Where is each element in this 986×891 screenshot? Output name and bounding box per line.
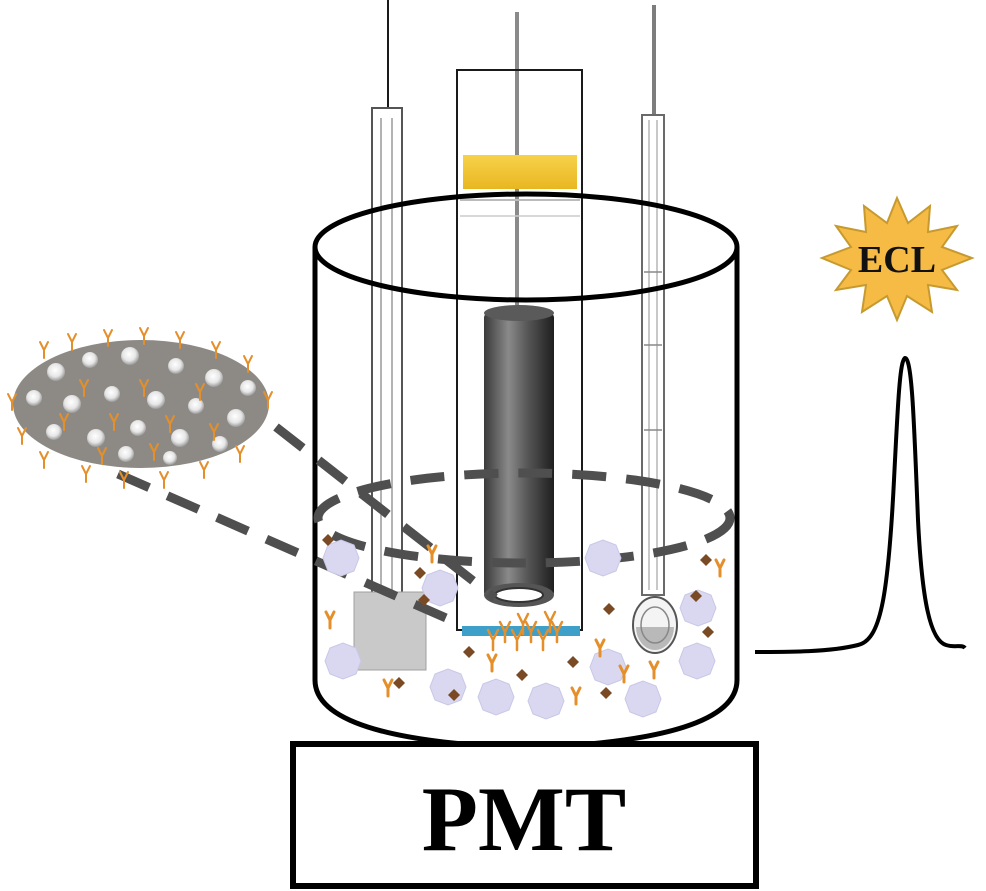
working-electrode [456, 12, 583, 636]
pmt-box: PMT [290, 741, 759, 889]
diamond-particles [322, 534, 714, 701]
antibodies-in-solution [324, 544, 726, 706]
yellow-band [463, 155, 577, 189]
surface-antibody-cluster [486, 610, 564, 652]
electrode-tube [484, 312, 554, 598]
counter-plate [353, 591, 427, 671]
ecl-burst: ECL [819, 195, 975, 323]
pmt-label: PMT [422, 768, 626, 870]
solution-particles [322, 539, 717, 720]
thermometer-electrode [632, 5, 678, 654]
ecl-label: ECL [858, 239, 936, 281]
ecl-signal-curve [754, 355, 967, 654]
zoom-indicator [116, 423, 735, 630]
reference-electrode [353, 0, 427, 671]
magnified-ellipse [7, 327, 273, 489]
